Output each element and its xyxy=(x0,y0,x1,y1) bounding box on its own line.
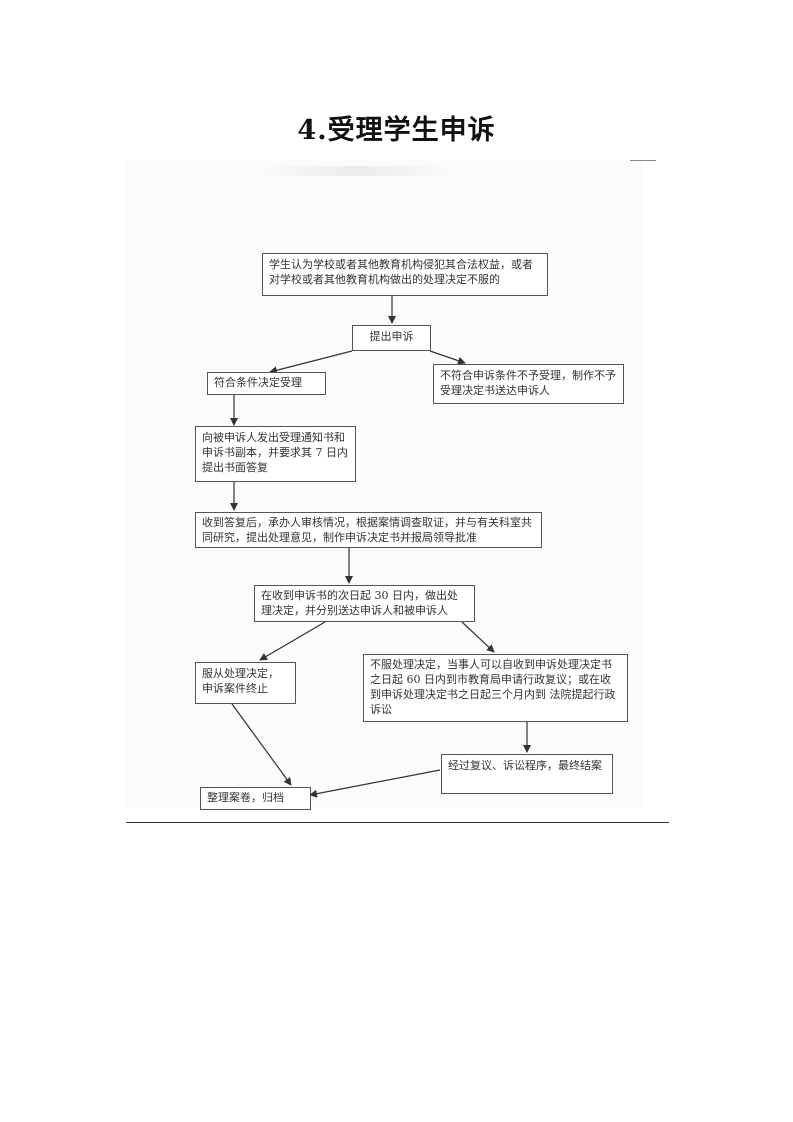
archive-box: 整理案卷，归档 xyxy=(200,787,311,810)
arrow-submit-to-accept xyxy=(269,350,353,375)
page-title: 4.受理学生申诉 xyxy=(297,115,496,146)
arrow-decision-to-comply xyxy=(259,621,326,661)
arrow-comply-to-archive xyxy=(231,703,292,786)
disagree-box: 不服处理决定，当事人可以自收到申诉处理决定书之日起 60 日内到市教育局申请行政… xyxy=(363,654,628,722)
submit-box: 提出申诉 xyxy=(352,325,431,351)
arrow-final-to-archive xyxy=(309,769,441,798)
scan-smudge xyxy=(256,166,456,176)
final-box: 经过复议、诉讼程序，最终结案 xyxy=(441,754,613,794)
notify-box: 向被申诉人发出受理通知书和申诉书副本，并要求其 7 日内提出书面答复 xyxy=(195,426,356,482)
arrow-decision-to-disagree xyxy=(461,621,495,653)
arrow-submit-to-reject xyxy=(429,350,466,365)
review-box: 收到答复后，承办人审核情况，根据案情调查取证，并与有关科室共同研究，提出处理意见… xyxy=(195,512,542,548)
horizontal-rule xyxy=(126,822,669,823)
reject-box: 不符合申诉条件不予受理，制作不予受理决定书送达申诉人 xyxy=(433,364,624,404)
decision-box: 在收到申诉书的次日起 30 日内，做出处理决定，并分别送达申诉人和被申诉人 xyxy=(254,585,475,622)
scan-dash xyxy=(630,160,656,161)
accept-box: 符合条件决定受理 xyxy=(207,372,326,395)
start-box: 学生认为学校或者其他教育机构侵犯其合法权益，或者对学校或者其他教育机构做出的处理… xyxy=(262,253,548,296)
comply-box: 服从处理决定，申诉案件终止 xyxy=(195,662,296,704)
